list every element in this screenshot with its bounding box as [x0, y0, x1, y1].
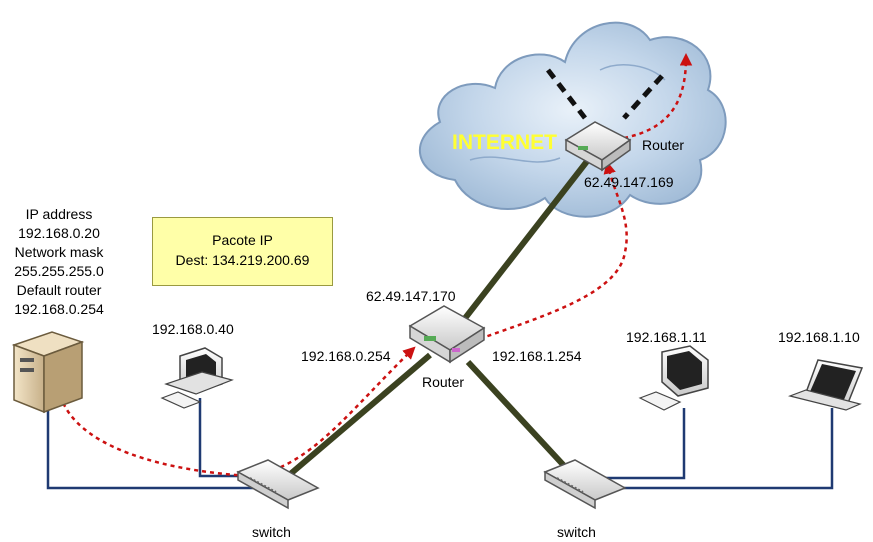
server-gateway: 192.168.0.254: [14, 301, 104, 317]
uplink-dashes: [546, 68, 664, 120]
internet-cloud: INTERNET: [418, 21, 727, 218]
link-pc-right: [590, 408, 686, 480]
link-server: [46, 410, 270, 490]
link-laptop: [600, 408, 834, 490]
link-pc-left: [198, 398, 240, 478]
router-lan1-ip: 192.168.1.254: [492, 348, 582, 364]
packet-path: [56, 53, 693, 478]
switch-left-label: switch: [252, 524, 291, 540]
packet-path-server-to-router: [56, 346, 416, 478]
server-host-info: IP address 192.168.0.20 Network mask 255…: [0, 205, 118, 319]
packet-path-isp-out: [623, 53, 693, 140]
lan-links: [46, 398, 834, 490]
packet-path-router-to-isp: [449, 161, 628, 352]
pc-left-ip: 192.168.0.40: [152, 321, 234, 337]
router-label: Router: [422, 374, 464, 390]
isp-router-ip: 62.49.147.169: [584, 174, 674, 190]
isp-router-icon: [564, 121, 632, 172]
server-ip-heading: IP address: [25, 206, 93, 222]
laptop-icon: [787, 359, 864, 411]
packet-dest: Dest: 134.219.200.69: [175, 252, 310, 268]
server-gateway-heading: Default router: [16, 282, 102, 298]
internet-label: INTERNET: [452, 131, 557, 154]
pc-left-icon: [160, 347, 234, 409]
packet-info-box: Pacote IP Dest: 134.219.200.69: [152, 217, 333, 286]
router-lan0-ip: 192.168.0.254: [301, 348, 391, 364]
isp-router-label: Router: [642, 137, 684, 153]
server-mask-heading: Network mask: [14, 244, 104, 260]
packet-title: Pacote IP: [212, 232, 273, 248]
switch-right-icon: [543, 459, 627, 510]
switch-right-label: switch: [557, 524, 596, 540]
router-links: [286, 158, 591, 479]
router-wan-ip: 62.49.147.170: [366, 288, 456, 304]
pc-right-icon: [638, 345, 709, 411]
server-icon: [11, 331, 85, 414]
server-mask: 255.255.255.0: [14, 263, 104, 279]
router-icon: [408, 305, 486, 364]
laptop-ip: 192.168.1.10: [778, 329, 860, 345]
link-router-switch-right: [465, 359, 571, 473]
link-isp-router: [449, 158, 591, 337]
server-ip: 192.168.0.20: [18, 225, 100, 241]
switch-left-icon: [236, 459, 320, 510]
link-router-switch-left: [286, 352, 432, 479]
pc-right-ip: 192.168.1.11: [626, 329, 707, 345]
